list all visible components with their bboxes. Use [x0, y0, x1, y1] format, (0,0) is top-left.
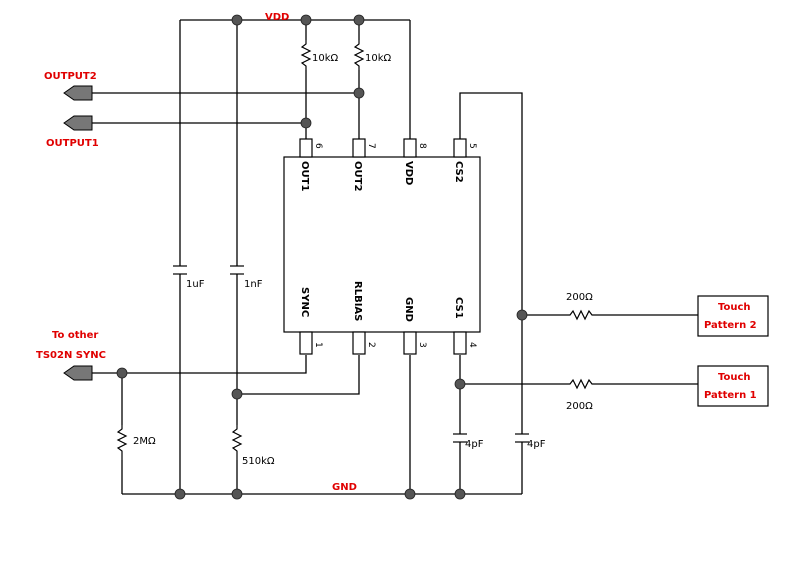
r-pullup2-value: 10kΩ: [365, 53, 392, 64]
ic-ts02n: 6 7 8 5 1 2 3 4 OUT1 OUT2 VDD CS2 SYNC R…: [283, 138, 481, 355]
junction-dot: [404, 488, 416, 500]
ic-pin-7: [352, 138, 366, 158]
ic-pin-num-1: 1: [313, 342, 323, 348]
ic-pin-num-3: 3: [417, 342, 427, 348]
junctions: [116, 14, 528, 500]
junction-dot: [231, 14, 243, 26]
capacitor-cs1: [453, 433, 467, 443]
ic-pin-num-6: 6: [313, 143, 323, 149]
sync-port-icon: [63, 365, 93, 381]
resistor-pullup-out1: [300, 40, 312, 70]
touch-pads: Touch Pattern 2 Touch Pattern 1: [697, 295, 769, 407]
touch-pattern-2-line1: Touch: [718, 302, 751, 313]
touch-pattern-1-line2: Pattern 1: [704, 390, 757, 401]
ic-pin-num-7: 7: [366, 143, 376, 149]
ic-pin-1: [299, 331, 313, 355]
junction-dot: [174, 488, 186, 500]
capacitor-1uf: [173, 265, 187, 275]
r-tp2-value: 200Ω: [566, 292, 593, 303]
junction-dot: [454, 378, 466, 390]
output1-port-icon: [63, 115, 93, 131]
output2-label: OUTPUT2: [44, 71, 97, 82]
junction-dot: [116, 367, 128, 379]
ports: [63, 85, 93, 381]
ic-pin-8: [403, 138, 417, 158]
ic-pin-num-2: 2: [366, 342, 376, 348]
junction-dot: [516, 309, 528, 321]
vdd-net-label: VDD: [265, 12, 289, 23]
ic-pin-num-8: 8: [417, 143, 427, 149]
ic-pin-name-out1: OUT1: [299, 161, 310, 191]
ic-body: [283, 156, 481, 333]
capacitor-1nf: [230, 265, 244, 275]
gnd-net-label: GND: [332, 482, 357, 493]
ic-pin-3: [403, 331, 417, 355]
ic-pin-name-sync: SYNC: [299, 287, 310, 317]
resistor-sync: [116, 425, 128, 460]
labels: VDD GND OUTPUT2 OUTPUT1 To other TS02N S…: [36, 12, 593, 493]
ic-pin-num-4: 4: [467, 342, 477, 348]
junction-dot: [353, 87, 365, 99]
capacitor-cs2: [515, 433, 529, 443]
junction-dot: [353, 14, 365, 26]
ic-pin-name-cs2: CS2: [453, 161, 464, 183]
sync-label-line1: To other: [52, 330, 98, 341]
ic-pin-name-out2: OUT2: [352, 161, 363, 191]
ic-pin-6: [299, 138, 313, 158]
resistor-pullup-out2: [353, 40, 365, 70]
capacitors: [173, 265, 529, 443]
touch-pattern-1-line1: Touch: [718, 372, 751, 383]
c-1nf-value: 1nF: [244, 279, 263, 290]
resistor-tp1: [565, 378, 600, 390]
output1-label: OUTPUT1: [46, 138, 99, 149]
c-cs1-value: 4pF: [465, 439, 484, 450]
wires: [92, 19, 698, 495]
junction-dot: [231, 388, 243, 400]
c-1uf-value: 1uF: [186, 279, 205, 290]
ic-pin-name-rlbias: RLBIAS: [352, 281, 363, 321]
r-tp1-value: 200Ω: [566, 401, 593, 412]
ic-pin-5: [453, 138, 467, 158]
ic-pin-name-vdd: VDD: [403, 161, 414, 185]
ic-pin-name-cs1: CS1: [453, 297, 464, 319]
ic-pin-name-gnd: GND: [403, 297, 414, 322]
r-sync-value: 2MΩ: [133, 436, 156, 447]
ic-pin-num-5: 5: [467, 143, 477, 149]
junction-dot: [300, 117, 312, 129]
resistor-bias: [231, 425, 243, 460]
junction-dot: [300, 14, 312, 26]
touch-pattern-2-box: [697, 295, 769, 337]
resistor-tp2: [565, 309, 600, 321]
ic-pin-2: [352, 331, 366, 355]
output2-port-icon: [63, 85, 93, 101]
c-cs2-value: 4pF: [527, 439, 546, 450]
ic-pin-4: [453, 331, 467, 355]
resistors: [116, 40, 600, 460]
touch-pattern-2-line2: Pattern 2: [704, 320, 757, 331]
junction-dot: [231, 488, 243, 500]
sync-label-line2: TS02N SYNC: [36, 350, 106, 361]
junction-dot: [454, 488, 466, 500]
touch-pattern-1-box: [697, 365, 769, 407]
r-bias-value: 510kΩ: [242, 456, 275, 467]
r-pullup1-value: 10kΩ: [312, 53, 339, 64]
